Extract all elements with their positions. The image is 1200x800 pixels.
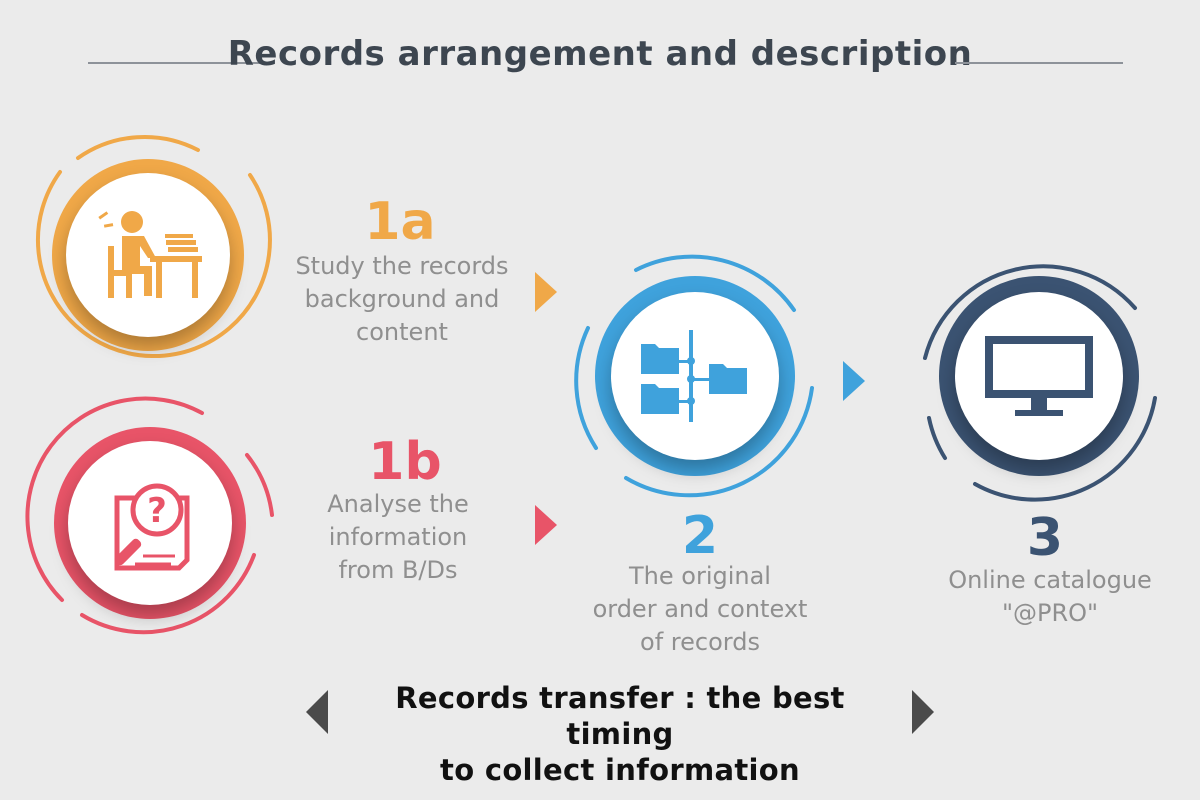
person-at-desk-icon (98, 211, 202, 298)
step-1a-description: Study the records background and content (295, 252, 509, 346)
step-3-description: Online catalogue "@PRO" (948, 566, 1152, 627)
arrow-right-orange-icon (535, 272, 557, 312)
monitor-icon (985, 336, 1093, 416)
step-1a-badge (66, 173, 230, 337)
step-1b-number: 1b (368, 432, 442, 492)
step-3-badge (955, 292, 1123, 460)
step-1a-number: 1a (364, 192, 436, 252)
step-2-badge (611, 292, 779, 460)
title-rule-left (88, 62, 266, 64)
folder-tree-icon (641, 330, 747, 422)
step-1b-description: Analyse the information from B/Ds (327, 490, 469, 584)
step-1b-badge: ? (68, 441, 232, 605)
page-title: Records arrangement and description (227, 34, 973, 74)
arrow-right-red-icon (535, 505, 557, 545)
arrow-right-footer-icon (912, 690, 934, 734)
step-2-description: The original order and context of record… (592, 562, 808, 656)
title-rule-right (955, 62, 1123, 64)
document-magnifier-question-icon: ? (114, 483, 190, 571)
arrow-right-blue-icon (843, 361, 865, 401)
step-2-number: 2 (681, 506, 719, 566)
svg-text:?: ? (147, 491, 167, 531)
arrow-left-footer-icon (306, 690, 328, 734)
footer-note: Records transfer : the best timing to co… (395, 681, 845, 787)
step-3-number: 3 (1026, 508, 1064, 568)
